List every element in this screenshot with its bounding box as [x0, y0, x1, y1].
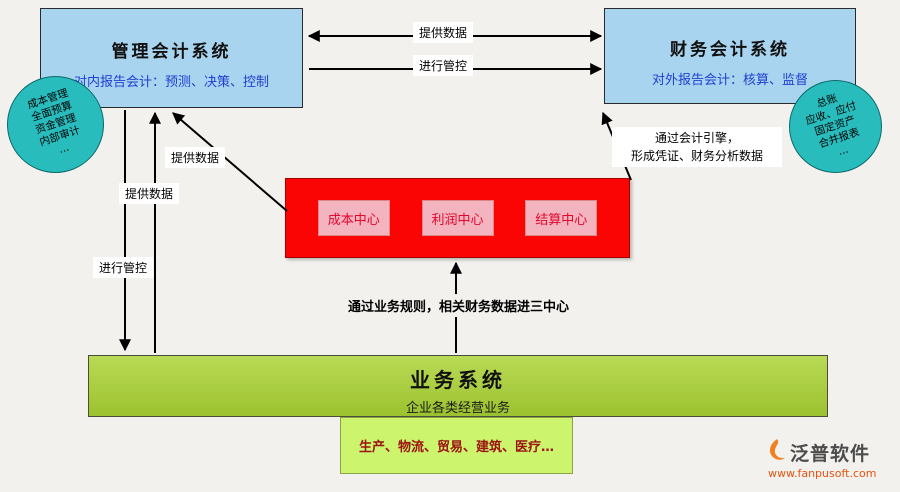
label-accounting-engine-line1: 通过会计引擎，	[654, 131, 739, 145]
business-system-subtitle: 企业各类经营业务	[405, 401, 510, 416]
fanpu-logo-icon	[768, 438, 786, 466]
label-provide-data-vertical: 提供数据	[119, 183, 180, 204]
business-system-title: 业务系统	[410, 368, 506, 392]
arrow-centers-to-management	[172, 112, 288, 212]
fanpu-logo-url: www.fanpusoft.com	[768, 467, 877, 480]
financial-functions-text: 总账 应收、应付 固定资产 合并报表 ...	[804, 92, 862, 159]
management-functions-circle: 成本管理 全面预算 资金管理 内部审计 ...	[7, 76, 104, 173]
three-centers-box: 成本中心 利润中心 结算中心	[285, 178, 630, 258]
profit-center-chip: 利润中心	[421, 200, 494, 236]
label-accounting-engine-line2: 形成凭证、财务分析数据	[630, 149, 763, 163]
settlement-center-chip: 结算中心	[525, 200, 598, 236]
label-control-vertical: 进行管控	[93, 257, 154, 278]
business-examples-box: 生产、物流、贸易、建筑、医疗…	[340, 417, 573, 474]
fanpu-logo-name: 泛普软件	[790, 442, 871, 465]
financial-accounting-box: 财务会计系统 对外报告会计：核算、监督	[604, 8, 856, 104]
financial-functions-circle: 总账 应收、应付 固定资产 合并报表 ...	[789, 80, 882, 173]
business-system-box: 业务系统 企业各类经营业务	[88, 355, 828, 417]
label-business-rules: 通过业务规则，相关财务数据进三中心	[344, 294, 574, 317]
management-functions-text: 成本管理 全面预算 资金管理 内部审计 ...	[25, 87, 82, 157]
financial-accounting-subtitle: 对外报告会计：核算、监督	[651, 73, 808, 88]
cost-center-chip: 成本中心	[317, 200, 390, 236]
management-accounting-subtitle: 对内报告会计：预测、决策、控制	[73, 75, 269, 90]
label-provide-data-diagonal: 提供数据	[165, 147, 226, 168]
label-provide-data-top: 提供数据	[413, 22, 474, 43]
management-accounting-title: 管理会计系统	[111, 42, 232, 62]
label-accounting-engine: 通过会计引擎， 形成凭证、财务分析数据	[612, 127, 782, 167]
fanpu-logo: 泛普软件 www.fanpusoft.com	[768, 438, 876, 480]
financial-accounting-title: 财务会计系统	[670, 40, 790, 60]
label-control-top: 进行管控	[413, 55, 474, 76]
